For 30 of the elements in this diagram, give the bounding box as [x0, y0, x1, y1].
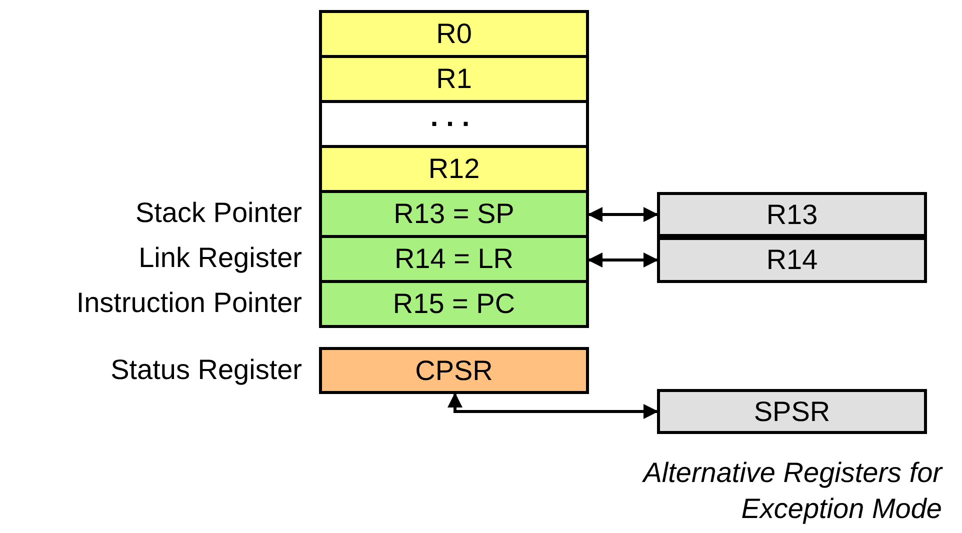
- register-box: [319, 55, 589, 103]
- register-box: [319, 190, 589, 238]
- register-name: CPSR: [415, 354, 493, 386]
- register-name: R13: [766, 198, 818, 230]
- register-role-label: Link Register: [138, 242, 302, 274]
- register-role-label: Status Register: [110, 354, 302, 386]
- register-box: [657, 389, 927, 434]
- double-arrow: [588, 207, 658, 222]
- register-box: [319, 235, 589, 283]
- register-box: [319, 10, 589, 58]
- caption-note: Alternative Registers for Exception Mode: [641, 456, 942, 526]
- register-box: [657, 192, 927, 237]
- double-arrow: [588, 252, 658, 268]
- register-name: R12: [428, 153, 480, 185]
- register-role-label: Instruction Pointer: [76, 287, 302, 319]
- register-box: [319, 347, 589, 394]
- register-name: R14: [766, 244, 818, 276]
- register-name: SPSR: [754, 396, 830, 428]
- register-box: [657, 237, 927, 283]
- register-name: R13 = SP: [394, 198, 514, 230]
- ellipsis-box: [319, 100, 589, 148]
- register-name: R14 = LR: [394, 243, 514, 275]
- register-role-label: Stack Pointer: [135, 197, 302, 229]
- double-arrow: [448, 392, 658, 419]
- register-name: R1: [436, 63, 472, 95]
- register-name: R0: [436, 18, 472, 50]
- register-name: R15 = PC: [392, 288, 516, 320]
- register-box: [319, 145, 589, 193]
- register-box: [319, 280, 589, 328]
- register-name: ...: [430, 101, 478, 133]
